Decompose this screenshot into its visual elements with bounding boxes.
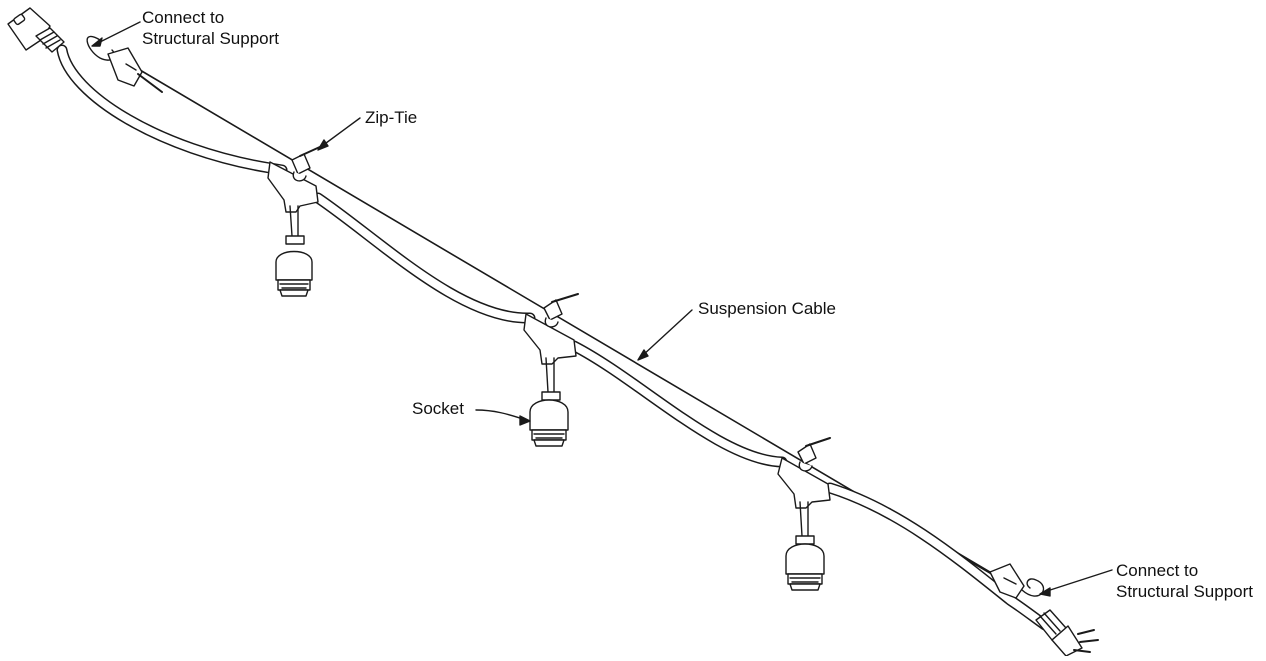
leader-lines [91,21,1113,597]
zip-tie-2 [543,293,579,328]
callout-connect-bottom-line2: Structural Support [1116,582,1254,601]
leader-bottom-support [1043,569,1113,593]
callout-connect-top-line2: Structural Support [142,29,280,48]
zip-tie-3 [797,437,831,472]
pendant-2 [523,313,577,447]
leader-top-support [95,21,141,45]
top-support-clip [86,35,163,93]
male-plug [1035,609,1099,657]
callout-connect-bottom: Connect to Structural Support [1116,560,1253,602]
leader-suspension-cable [641,309,693,357]
bottom-support-clip [967,559,1045,599]
callout-connect-bottom-line1: Connect to [1116,561,1199,580]
callout-connect-top-line1: Connect to [142,8,225,27]
callout-zip-tie: Zip-Tie [365,108,418,127]
zip-tie-1 [291,145,323,182]
callout-socket: Socket [412,399,464,418]
callout-connect-top: Connect to Structural Support [142,7,279,49]
leader-zip-tie [321,117,361,147]
leader-socket [475,409,527,421]
pendant-1 [267,161,319,297]
power-cord [56,44,1051,631]
female-connector [7,7,65,53]
callout-suspension-cable: Suspension Cable [698,299,836,318]
pendant-3 [777,457,831,591]
